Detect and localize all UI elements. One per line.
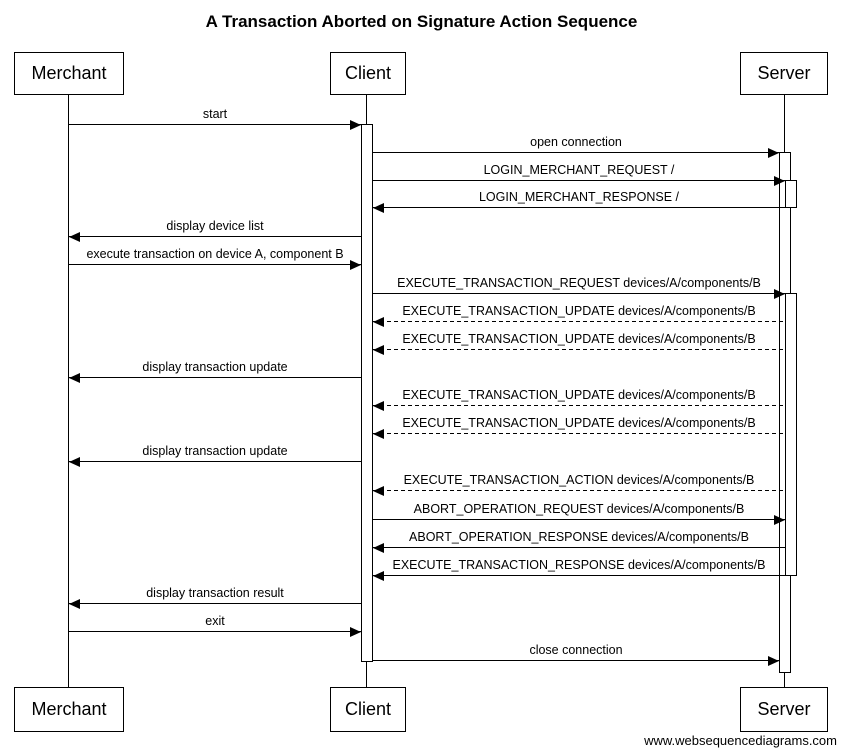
message-line-solid <box>373 575 785 576</box>
arrowhead-icon <box>69 373 80 383</box>
message-line-solid <box>69 461 361 462</box>
message-line-dashed <box>373 321 785 322</box>
message-line-solid <box>373 180 785 181</box>
arrowhead-icon <box>373 345 384 355</box>
message-line-dashed <box>373 405 785 406</box>
message-line-dashed <box>373 490 785 491</box>
message-line-solid <box>373 660 779 661</box>
message-label: EXECUTE_TRANSACTION_REQUEST devices/A/co… <box>397 276 761 290</box>
arrowhead-icon <box>373 317 384 327</box>
message-line-solid <box>69 631 361 632</box>
message-label: EXECUTE_TRANSACTION_RESPONSE devices/A/c… <box>392 558 766 572</box>
message-line-solid <box>69 377 361 378</box>
participant-label: Merchant <box>31 63 107 83</box>
message-line-solid <box>373 207 785 208</box>
message-label: EXECUTE_TRANSACTION_UPDATE devices/A/com… <box>402 388 756 402</box>
arrowhead-icon <box>373 543 384 553</box>
message-line-solid <box>69 603 361 604</box>
activation-bar-client <box>361 124 373 662</box>
message-label: EXECUTE_TRANSACTION_UPDATE devices/A/com… <box>402 304 756 318</box>
message-label: LOGIN_MERCHANT_REQUEST / <box>483 163 675 177</box>
arrowhead-icon <box>774 176 785 186</box>
message-line-solid <box>373 293 785 294</box>
message-line-solid <box>373 152 779 153</box>
arrowhead-icon <box>69 599 80 609</box>
arrowhead-icon <box>768 148 779 158</box>
message-label: EXECUTE_TRANSACTION_UPDATE devices/A/com… <box>402 332 756 346</box>
message-label: display transaction update <box>142 444 288 458</box>
participant-label: Client <box>344 699 392 719</box>
message-label: display device list <box>166 219 264 233</box>
message-label: display transaction update <box>142 360 288 374</box>
arrowhead-icon <box>373 571 384 581</box>
message-label: exit <box>205 614 225 628</box>
message-label: display transaction result <box>146 586 284 600</box>
participant-label: Server <box>757 699 811 719</box>
arrowhead-icon <box>350 627 361 637</box>
activation-bar-server-login <box>785 180 797 208</box>
message-label: EXECUTE_TRANSACTION_UPDATE devices/A/com… <box>402 416 756 430</box>
message-label: EXECUTE_TRANSACTION_ACTION devices/A/com… <box>403 473 755 487</box>
message-label: execute transaction on device A, compone… <box>86 247 344 261</box>
activation-bar-server-exec <box>785 293 797 576</box>
message-label: ABORT_OPERATION_REQUEST devices/A/compon… <box>413 502 745 516</box>
message-line-solid <box>373 519 785 520</box>
diagram-title: A Transaction Aborted on Signature Actio… <box>205 12 638 31</box>
message-line-solid <box>69 124 361 125</box>
participant-box-merchant-bottom: Merchant <box>14 687 124 732</box>
participant-label: Merchant <box>31 699 107 719</box>
arrowhead-icon <box>373 203 384 213</box>
message-label: start <box>202 107 228 121</box>
lifeline-merchant <box>68 95 69 687</box>
message-line-dashed <box>373 433 785 434</box>
participant-label: Client <box>344 63 392 83</box>
participant-label: Server <box>757 63 811 83</box>
arrowhead-icon <box>373 486 384 496</box>
arrowhead-icon <box>373 429 384 439</box>
message-label: open connection <box>530 135 622 149</box>
message-label: ABORT_OPERATION_RESPONSE devices/A/compo… <box>409 530 749 544</box>
message-line-dashed <box>373 349 785 350</box>
arrowhead-icon <box>774 289 785 299</box>
participant-box-merchant-top: Merchant <box>14 52 124 95</box>
arrowhead-icon <box>774 515 785 525</box>
arrowhead-icon <box>373 401 384 411</box>
message-line-solid <box>69 264 361 265</box>
message-line-solid <box>69 236 361 237</box>
participant-box-client-top: Client <box>330 52 406 95</box>
participant-box-client-bottom: Client <box>330 687 406 732</box>
watermark: www.websequencediagrams.com <box>644 733 837 748</box>
message-label: close connection <box>529 643 623 657</box>
participant-box-server-bottom: Server <box>740 687 828 732</box>
arrowhead-icon <box>69 457 80 467</box>
message-label: LOGIN_MERCHANT_RESPONSE / <box>478 190 680 204</box>
arrowhead-icon <box>350 260 361 270</box>
arrowhead-icon <box>350 120 361 130</box>
message-line-solid <box>373 547 785 548</box>
participant-box-server-top: Server <box>740 52 828 95</box>
arrowhead-icon <box>69 232 80 242</box>
arrowhead-icon <box>768 656 779 666</box>
